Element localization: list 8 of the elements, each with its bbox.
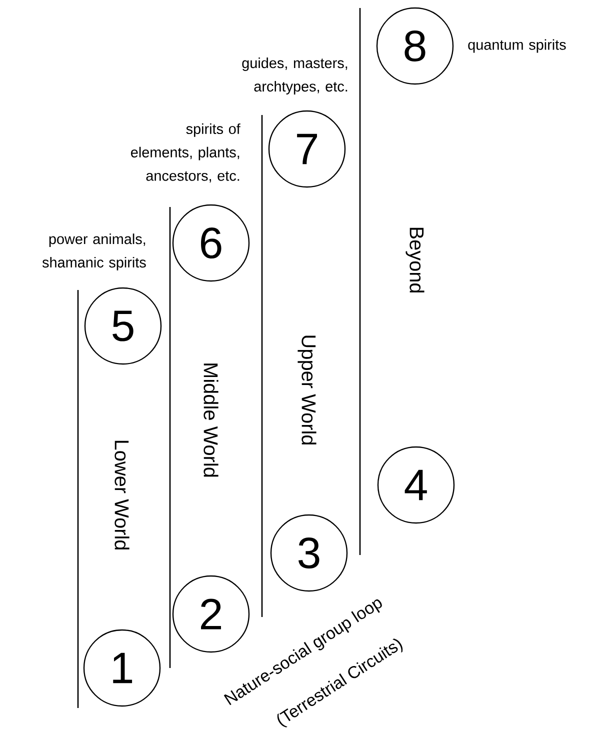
annotation-text: power animals, shamanic spirits	[42, 234, 146, 270]
annotation-text: guides, masters, archtypes, etc.	[242, 58, 348, 94]
world-label: Middle World	[204, 364, 218, 477]
world-label: Lower World	[114, 440, 130, 550]
annotation-text: spirits of elements, plants, ancestors, etc.	[131, 123, 240, 183]
world-label: Beyond	[406, 228, 424, 292]
annotation-text: quantum spirits	[468, 39, 566, 53]
world-label: Upper World	[298, 336, 316, 444]
